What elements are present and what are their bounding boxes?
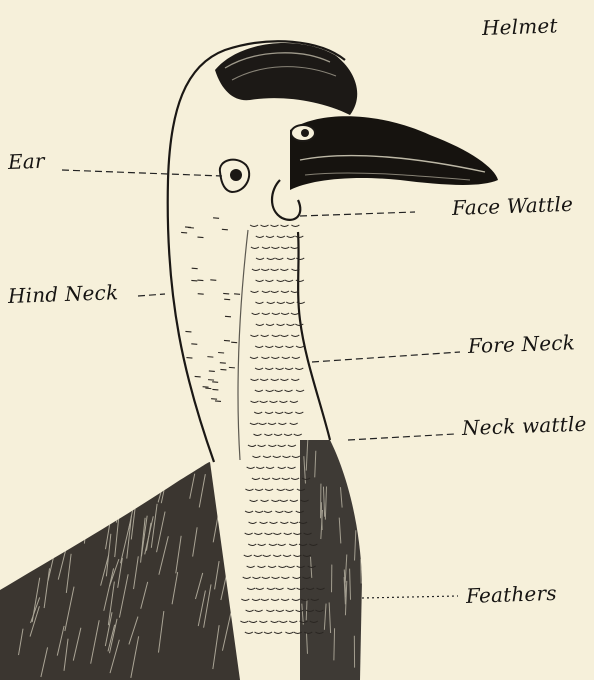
feathers-leader-line xyxy=(362,596,458,598)
label-fore-neck: Fore Neck xyxy=(468,332,576,356)
bill xyxy=(290,116,498,190)
label-helmet: Helmet xyxy=(482,15,558,38)
label-feathers: Feathers xyxy=(466,583,557,606)
label-face-wattle: Face Wattle xyxy=(452,194,574,218)
face-wattle-leader-line xyxy=(300,212,415,216)
label-ear: Ear xyxy=(8,151,45,172)
ear-leader-line xyxy=(62,170,222,176)
body-feathers-left xyxy=(0,426,240,680)
fore-neck-leader-line xyxy=(312,352,460,362)
ear xyxy=(220,160,249,192)
hind-neck-marks xyxy=(181,218,240,402)
eye xyxy=(291,125,315,141)
label-neck-wattle: Neck wattle xyxy=(462,414,587,438)
hind-neck-leader-line xyxy=(138,294,165,296)
body-feathers-right xyxy=(300,424,362,680)
label-hind-neck: Hind Neck xyxy=(8,282,119,306)
neck-wattle-leader-line xyxy=(348,434,455,440)
neck-and-head-outline xyxy=(168,41,345,462)
